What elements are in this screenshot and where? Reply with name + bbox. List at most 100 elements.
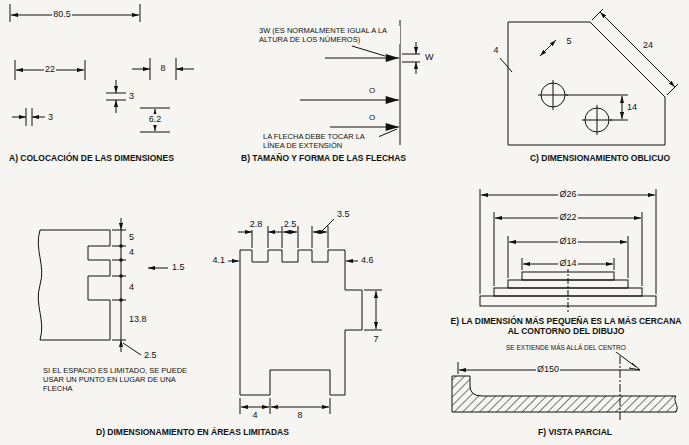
arrow-examples [402,54,420,55]
arrow-examples [330,127,399,128]
partial-section [620,356,621,420]
dimension-value: 80.5 [52,9,72,20]
castellated-part [322,219,334,231]
diameter-value: Ø22 [558,212,577,223]
arrow-examples [352,46,385,56]
diameter-value: Ø14 [558,258,577,269]
castellated-part [328,226,329,248]
dimension-dots [119,274,123,278]
oblique-part [610,120,628,121]
dimension-value: 4 [251,410,258,421]
castellated-part [240,398,241,414]
dimension-lines-a [140,132,170,133]
dimension-value: 4 [128,247,135,258]
stepped-part [522,258,523,270]
oblique-part [592,9,603,20]
dimension-lines-a [10,4,194,132]
oblique-part [597,105,598,135]
limited-area-part [112,340,126,341]
arrow-examples [325,58,399,59]
dimension-value: 4.6 [360,255,375,266]
panel-caption: B) TAMAÑO Y FORMA DE LAS FLECHAS [240,153,407,163]
dimension-value: 4 [492,45,499,56]
dimension-value: 4 [128,282,135,293]
arrow-examples [300,100,399,101]
stepped-part [568,266,569,312]
oblique-part [500,58,512,72]
limited-area-part [112,300,126,301]
stepped-part [656,189,657,294]
castellated-part [240,250,362,395]
dimension-lines-a [85,60,86,80]
dimension-lines-a [32,117,45,118]
dimension-lines-a [10,4,11,22]
oblique-part [600,12,675,87]
dimension-value: 3.5 [336,209,351,220]
castellated-part [283,232,297,233]
stepped-part [508,236,509,278]
stepped-part [494,212,495,286]
note-text: LA FLECHA DEBE TOCAR LA LÍNEA DE EXTENSI… [262,132,379,150]
limited-area-part [112,260,126,261]
stepped-part [614,258,615,270]
diameter-value: Ø18 [558,236,577,247]
castellated-part [298,226,299,248]
dimension-value: W [424,52,435,63]
castellated-part [346,261,358,262]
dimension-dots [119,244,123,248]
dimension-value: 5 [565,36,572,47]
oblique-part [566,95,628,96]
dimension-value: 4.1 [211,255,226,266]
limited-area-part [112,276,126,277]
oblique-part [622,96,623,119]
arrow-mark: O [368,113,376,123]
dimension-value: 2.5 [143,350,158,361]
castellated-part [268,232,282,233]
partial-section [452,376,677,412]
limited-area-part [40,230,110,340]
limited-area-part [112,246,126,247]
stepped-part [642,212,643,286]
oblique-part [500,9,678,145]
limited-area-part [123,343,141,355]
panel-caption: E) LA DIMENSIÓN MÁS PEQUEÑA ES LA MÁS CE… [445,316,687,336]
dimension-value: 22 [44,64,56,75]
dimension-lines-a [12,117,26,118]
dimension-value: 13.8 [128,314,148,325]
dimension-value: 7 [372,334,379,345]
stepped-part [480,189,481,294]
partial-section [458,362,459,374]
limited-area-part [121,340,122,352]
stepped-part [628,236,629,278]
partial-section [629,363,640,370]
dimension-value: 6.2 [148,114,163,125]
limited-area-part [112,230,126,231]
limited-area-part [148,268,168,269]
dimension-lines-a [140,4,141,22]
dimension-value: 3 [47,112,54,123]
dimension-value: 24 [642,40,654,51]
castellated-part [376,291,377,329]
oblique-part [667,84,678,95]
dimension-lines-a [15,60,16,80]
castellated-part [330,398,331,414]
limited-area-part [38,230,41,340]
castellated-part [364,330,382,331]
oblique-part [540,40,556,56]
panel-caption: A) COLOCACIÓN DE LAS DIMENSIONES [8,153,175,163]
dimension-value: 2.5 [283,219,298,230]
limited-area-part [38,218,168,355]
dimension-dots [119,298,123,302]
castellated-part [241,407,269,408]
castellated-part [271,407,329,408]
dimension-value: 2.8 [249,219,264,230]
oblique-part [553,80,554,110]
dimension-value: 8 [159,63,166,74]
dimension-lines-a [176,69,194,70]
castellated-part [238,232,252,233]
panel-caption: D) DIMENSIONAMIENTO EN ÁREAS LIMITADAS [95,427,290,437]
castellated-part [228,219,382,414]
diameter-value: Ø150 [536,364,560,375]
dimension-lines-a [116,80,117,93]
